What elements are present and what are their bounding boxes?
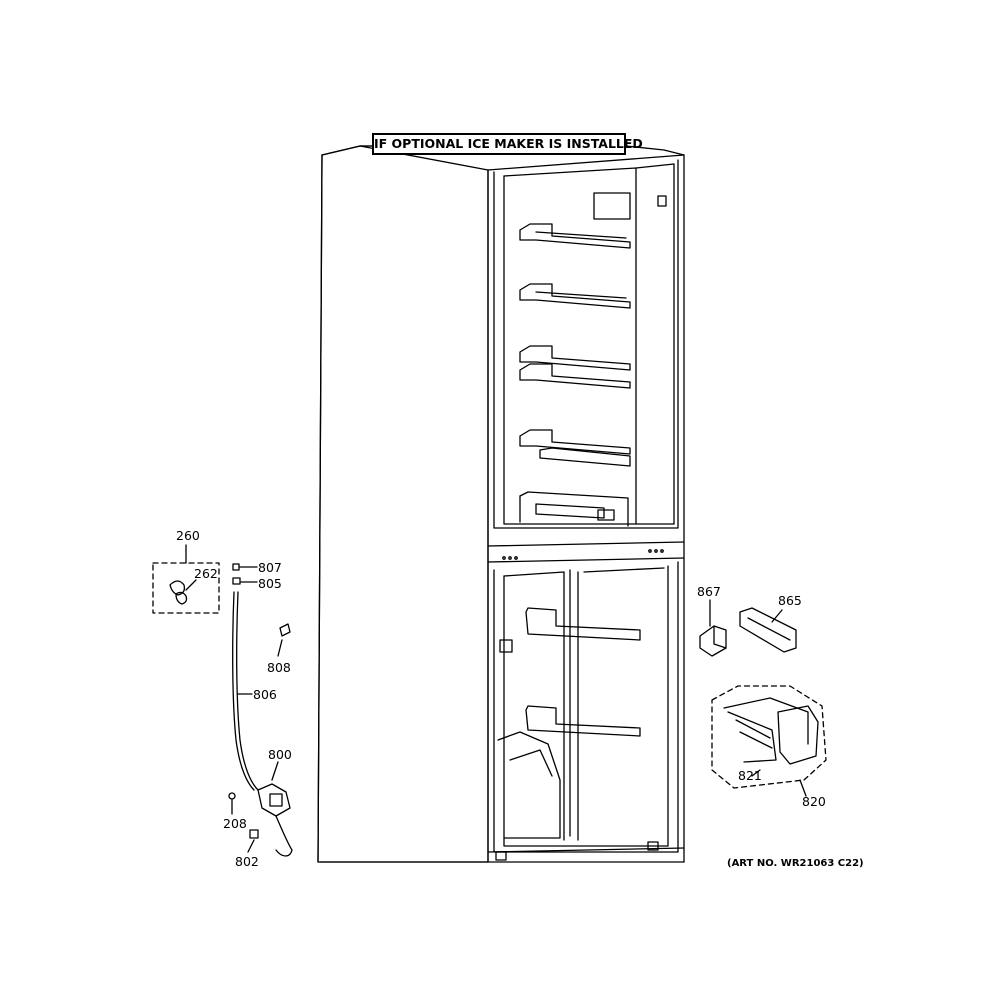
shelf-3 [519,345,631,389]
fresh-food-compartment [493,159,679,529]
ice-maker-group [711,685,827,797]
callout-808: 808 [267,660,291,675]
water-line-assembly [232,563,259,791]
callout-867: 867 [697,584,721,599]
part-808-clip [277,623,291,657]
crisper-drawer [519,491,629,527]
callout-208: 208 [223,816,247,831]
control-panel [593,192,631,220]
part-260-group [152,544,220,614]
mullion [487,541,685,563]
callout-260: 260 [176,528,200,543]
callout-262: 262 [194,566,218,581]
callout-820: 820 [802,794,826,809]
light-switch [657,195,667,207]
callout-821: 821 [738,768,762,783]
callout-805: 805 [258,576,282,591]
callout-800: 800 [268,747,292,762]
shelf-4 [519,429,631,467]
shelf-2 [519,283,631,309]
callout-802: 802 [235,854,259,869]
callout-865: 865 [778,593,802,608]
callout-807: 807 [258,560,282,575]
cabinet-side-panel [317,145,489,863]
cabinet-top [319,145,685,863]
freezer-compartment [487,561,685,861]
part-867-bracket [699,599,727,657]
callout-806: 806 [253,687,277,702]
water-valve [228,761,293,857]
shelf-1 [519,223,631,249]
part-865-harness [739,607,797,653]
art-number: (ART NO. WR21063 C22) [727,858,864,869]
optional-ice-maker-banner: IF OPTIONAL ICE MAKER IS INSTALLED [372,133,643,155]
